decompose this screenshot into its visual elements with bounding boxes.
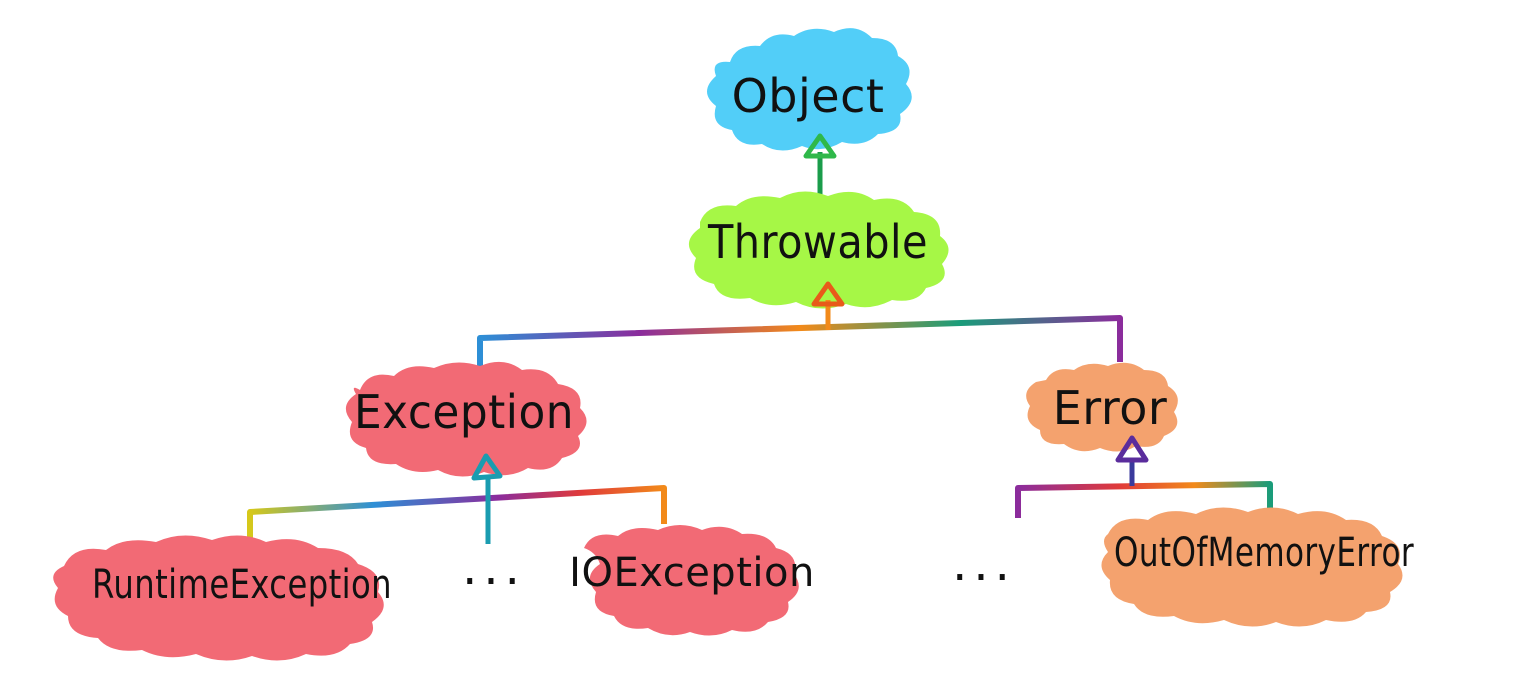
error-label: Error — [1053, 381, 1168, 435]
out-of-memory-error-label: OutOfMemoryError — [1114, 530, 1414, 576]
exception-more-ellipsis: ... — [462, 540, 526, 596]
out-of-memory-error-blob — [1101, 507, 1403, 627]
object-label: Object — [732, 69, 885, 123]
error-more-ellipsis: ... — [952, 536, 1016, 592]
io-exception-blob — [584, 525, 799, 636]
exception-label: Exception — [354, 385, 574, 439]
runtime-exception-label: RuntimeException — [92, 562, 392, 608]
node-exception: Exception — [345, 361, 587, 477]
node-runtime-exception: RuntimeException — [53, 535, 392, 661]
throwable-blob — [688, 191, 949, 309]
node-io-exception: IOException — [569, 525, 815, 636]
connector-throwable-children — [477, 281, 1123, 378]
exception-blob — [345, 361, 587, 477]
runtime-exception-blob — [53, 535, 384, 661]
node-out-of-memory-error: OutOfMemoryError — [1101, 507, 1414, 627]
node-throwable: Throwable — [688, 191, 949, 309]
io-exception-label: IOException — [569, 550, 815, 596]
connector-error-children — [1015, 435, 1273, 518]
node-error: Error — [1026, 362, 1178, 452]
object-blob — [707, 28, 912, 151]
error-blob — [1026, 362, 1178, 452]
node-object: Object — [707, 28, 912, 151]
throwable-label: Throwable — [707, 215, 928, 269]
connector-exception-children — [247, 453, 667, 544]
